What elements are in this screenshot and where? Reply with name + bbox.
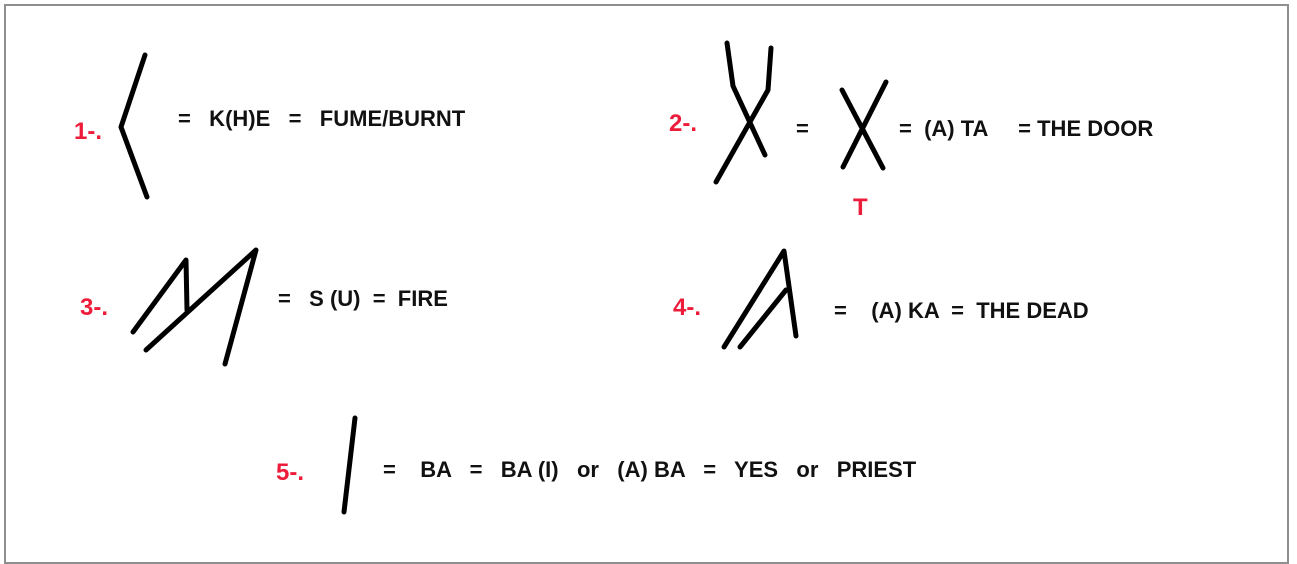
m-zigzag-sign-icon bbox=[130, 247, 259, 367]
entry-1-number: 1-. bbox=[74, 118, 103, 145]
entry-2-number: 2-. bbox=[669, 110, 698, 137]
x-sign-icon bbox=[839, 79, 889, 171]
entry-5-equation: = BA = BA (I) or (A) BA = YES or PRIEST bbox=[383, 457, 917, 482]
vertical-stroke-sign-icon bbox=[341, 415, 358, 515]
entry-2-equation-b: = (A) TA = THE DOOR bbox=[899, 116, 1154, 141]
entry-3-equation: = S (U) = FIRE bbox=[278, 286, 448, 311]
entry-3-number: 3-. bbox=[80, 294, 109, 321]
crossed-forked-sign-icon bbox=[713, 40, 774, 185]
entry-2-equation-a: = bbox=[796, 116, 809, 141]
entry-1-equation: = K(H)E = FUME/BURNT bbox=[178, 106, 466, 131]
angle-bracket-sign-icon bbox=[118, 52, 150, 200]
entry-4-equation: = (A) KA = THE DEAD bbox=[834, 298, 1089, 323]
entry-2-letter: T bbox=[853, 194, 868, 221]
entry-5-number: 5-. bbox=[276, 459, 305, 486]
entry-4-number: 4-. bbox=[673, 294, 702, 321]
double-stroke-sign-icon bbox=[721, 248, 799, 350]
